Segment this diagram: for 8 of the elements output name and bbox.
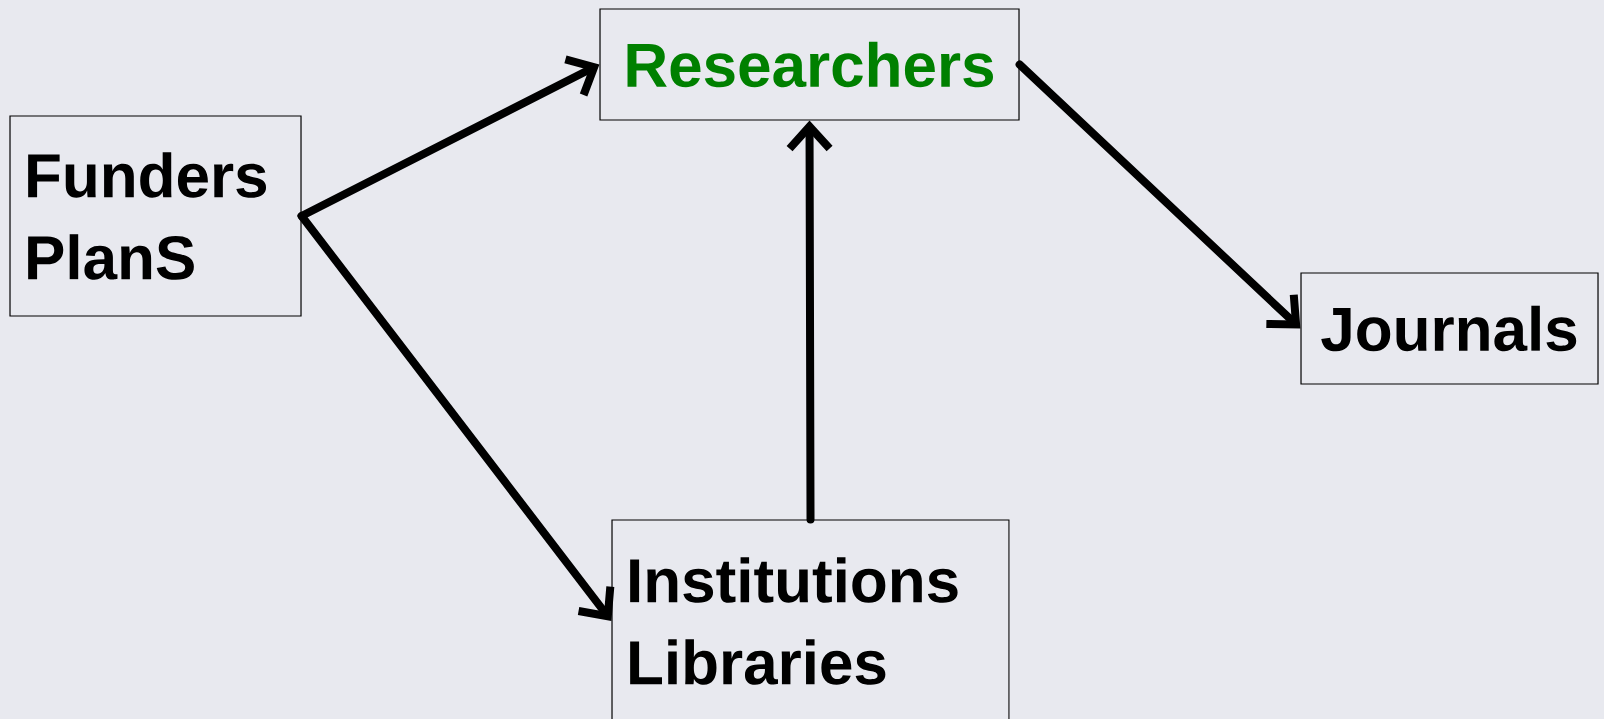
process-box: Researchers: [599, 8, 1020, 121]
process-box: Institutions Libraries: [611, 519, 1010, 719]
arrow: [297, 55, 600, 220]
process-box: Funders PlanS: [9, 115, 302, 317]
process-box: Journals: [1300, 272, 1599, 385]
arrow: [1015, 60, 1301, 329]
arrow: [297, 212, 615, 621]
arrow: [786, 120, 833, 524]
